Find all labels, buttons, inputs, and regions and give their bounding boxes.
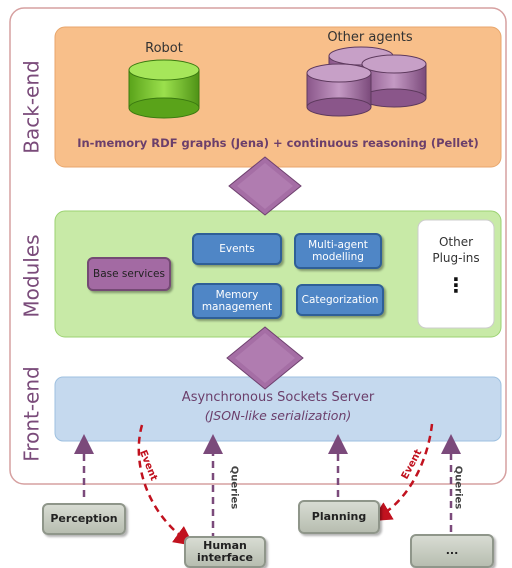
events-box: Events	[192, 233, 282, 265]
multi-agent-label-line1: Multi-agent	[308, 238, 368, 251]
planning-label: Planning	[311, 509, 367, 523]
multi-agent-label-line2: modelling	[312, 251, 364, 263]
categorization-box: Categorization	[296, 284, 384, 316]
events-label: Events	[219, 242, 255, 255]
planning-event-arrow	[371, 423, 434, 522]
backend-caption: In-memory RDF graphs (Jena) + continuous…	[77, 136, 479, 150]
human-queries-label: Queries	[228, 465, 240, 509]
base-services-label: Base services	[93, 268, 165, 280]
multi-agent-box: Multi-agent modelling	[294, 233, 382, 269]
human-label-line2: interface	[197, 551, 253, 564]
perception-client: Perception	[42, 503, 126, 535]
frontend-layer-label: Front-end	[20, 366, 45, 462]
plugins-box	[417, 219, 495, 329]
memory-label-line2: management	[201, 301, 273, 313]
other-queries-label: Queries	[452, 465, 464, 509]
plugins-label-line1: Other	[438, 234, 474, 249]
human-event-arrow	[137, 424, 195, 546]
base-services-box: Base services	[87, 257, 171, 291]
robot-label: Robot	[145, 40, 183, 56]
memory-management-box: Memory management	[192, 283, 282, 319]
agents-database-icon	[306, 46, 427, 117]
human-label-line1: Human	[203, 538, 247, 552]
robot-database-icon	[128, 59, 200, 119]
other-agents-label: Other agents	[327, 29, 413, 45]
memory-label-line1: Memory	[215, 288, 259, 301]
plugins-label-line2: Plug-ins	[432, 251, 480, 265]
plugins-more-dots: ⋮	[446, 273, 466, 297]
modules-layer-label: Modules	[20, 234, 44, 318]
plugins-label: Other Plug-ins	[420, 230, 492, 270]
planning-client: Planning	[298, 500, 380, 534]
other-client: ...	[410, 534, 494, 568]
server-title: Asynchronous Sockets Server	[181, 389, 375, 405]
server-subtitle: (JSON-like serialization)	[204, 407, 352, 423]
other-client-label: ...	[445, 543, 459, 557]
human-interface-client: Human interface	[184, 536, 266, 568]
perception-label: Perception	[50, 511, 118, 525]
backend-layer-label: Back-end	[20, 60, 45, 154]
categorization-label: Categorization	[301, 293, 379, 306]
